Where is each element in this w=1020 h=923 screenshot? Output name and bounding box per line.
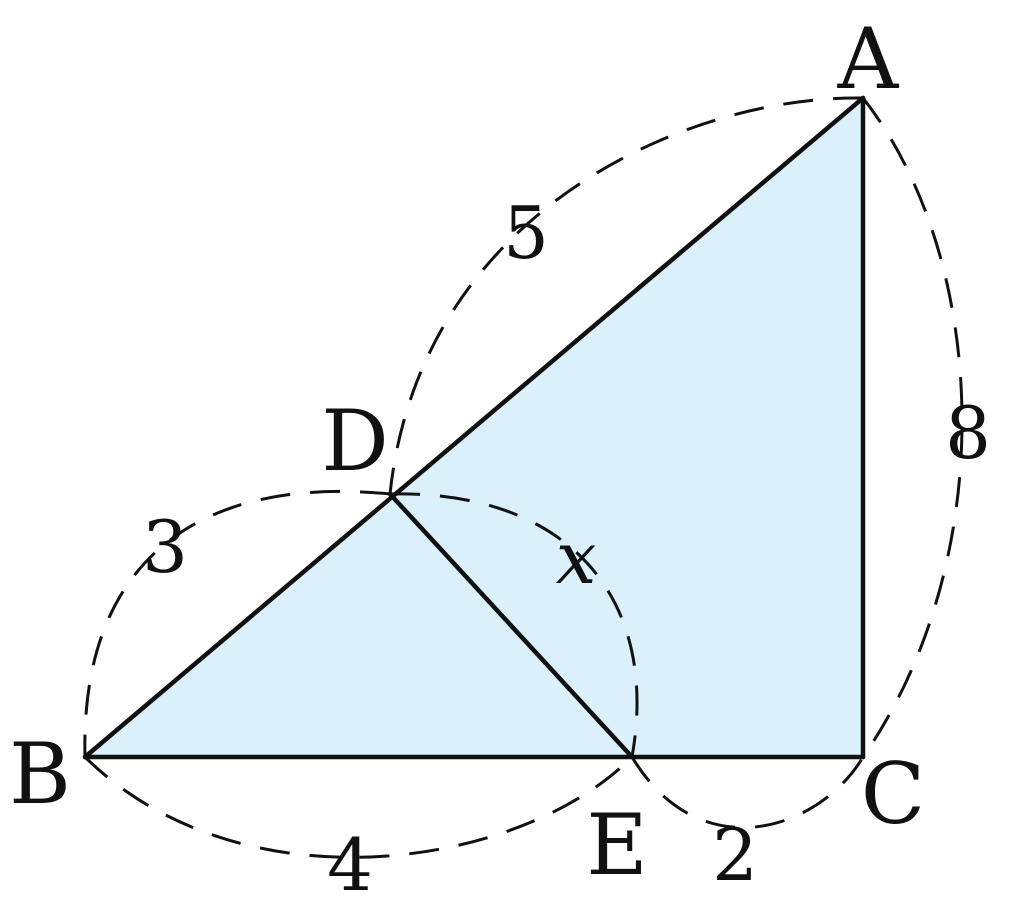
point-label-b: B [9,725,71,823]
length-label-db: 3 [142,505,188,589]
side-ab [82,95,866,760]
length-label-ad: 5 [503,191,549,275]
length-label-de: x [556,516,597,600]
arc-de [389,492,639,758]
arc-db [83,489,391,758]
point-label-d: D [321,392,388,490]
point-label-c: C [861,745,925,843]
segment-de [387,491,635,760]
arc-ad [388,96,864,495]
length-label-ac: 8 [945,391,991,475]
length-label-be: 4 [327,823,373,907]
point-label-e: E [586,796,647,894]
length-label-ec: 2 [712,813,758,897]
point-label-a: A [837,10,900,108]
arc-be [83,755,634,859]
arc-ec [630,756,865,829]
